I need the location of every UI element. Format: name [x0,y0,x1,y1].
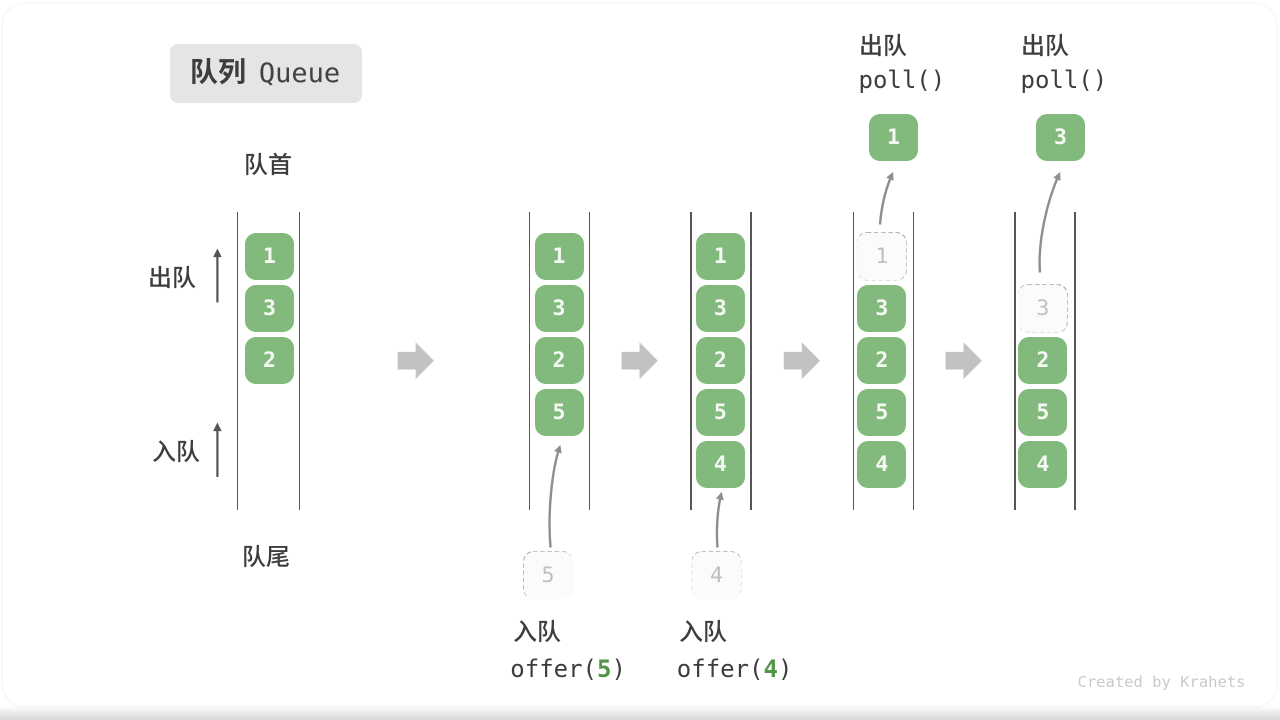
cell-value: 1 [263,243,276,269]
cell-value: 3 [552,295,566,321]
enqueue-arrow-col2 [548,444,562,548]
cell-value: 2 [263,347,276,373]
queue-cell: 2 [695,336,745,384]
step-arrow-icon [397,342,434,380]
step-arrow-icon [783,342,821,380]
rear-label [244,545,289,568]
queue-cell: 3 [245,284,294,332]
offer-suffix: ) [777,655,793,684]
cell-value: 4 [875,451,889,477]
queue-cell: 1 [245,232,294,280]
cell-value: 3 [713,295,727,321]
offer-suffix: ) [611,655,626,684]
queue-rail-right [750,212,752,510]
queue-cell: 2 [857,336,907,384]
queue-rail-left [528,212,531,510]
queue-rail-left [1014,212,1016,510]
cell-value: 2 [713,347,727,373]
dequeue-col5 [1022,34,1069,57]
cell-value: 5 [552,399,566,425]
cell-value: 5 [541,562,555,588]
enqueue-left [152,439,200,463]
offer-prefix: offer( [510,655,597,684]
enqueue-col3 [680,619,727,643]
queue-rail-left [852,212,855,510]
cell-value: 2 [552,347,566,373]
incoming-cell-5: 5 [523,551,573,599]
queue-cell: 1 [695,232,745,280]
cell-value: 4 [1036,451,1050,477]
cell-value: 5 [713,399,727,425]
queue-cell: 1 [534,232,584,280]
queue-cell: 4 [1018,440,1068,488]
offer-prefix: offer( [676,655,764,684]
title-badge: Queue [170,44,362,103]
offer-label-col3: offer(4) [677,657,793,681]
cell-value: 1 [552,243,566,269]
queue-cell: 3 [857,284,907,332]
cell-value: 3 [1054,124,1067,150]
queue-rail-left [236,212,239,510]
queue-cell: 2 [245,336,294,384]
cell-value: 5 [1036,399,1050,425]
title-en: Queue [258,57,341,89]
cell-value: 4 [713,451,727,477]
watermark: Created by Krahets [1077,672,1246,691]
cell-value: 3 [1036,295,1050,321]
queue-cell: 2 [534,336,584,384]
dequeue-arrow-col5 [1038,171,1061,273]
cell-value: 5 [875,399,889,425]
cell-value: 2 [875,347,889,373]
offer-label-col2: offer(5) [510,657,626,681]
cell-value: 1 [875,243,889,269]
cell-value: 1 [713,243,727,269]
popped-cell-1: 1 [869,113,918,161]
queue-cell: 5 [695,388,745,436]
step-arrow-icon [621,342,658,380]
bottom-shadow [0,706,1280,720]
cell-value: 4 [710,562,723,588]
enqueue-arrow-col3 [715,491,724,548]
poll-label-col5: poll() [1020,66,1108,95]
cell-value: 3 [263,295,276,321]
queue-cell: 5 [534,388,584,436]
queue-cell: 3 [695,284,745,332]
cell-value: 3 [875,295,889,321]
queue-cell-ghost: 1 [857,232,907,280]
queue-cell: 4 [695,440,745,488]
step-arrow-icon [945,342,982,380]
enqueue-col2 [513,619,561,643]
incoming-cell-4: 4 [692,551,741,599]
queue-rail-right [912,212,915,510]
offer-arg: 5 [597,655,612,684]
queue-cell: 2 [1018,336,1068,384]
queue-cell: 3 [534,284,584,332]
poll-label-col4: poll() [858,66,946,95]
queue-cell-ghost: 3 [1018,284,1068,332]
dequeue-col4 [860,34,907,57]
offer-arg: 4 [763,655,778,684]
cell-value: 2 [1036,347,1050,373]
queue-cell: 5 [1018,388,1068,436]
queue-rail-right [1074,212,1076,510]
front-label [246,152,291,176]
queue-rail-left [690,212,692,510]
queue-cell: 5 [857,388,907,436]
dequeue-arrow-col4 [878,171,894,225]
queue-rail-right [588,212,591,510]
dequeue-left [150,265,196,288]
queue-cell: 4 [857,440,907,488]
queue-rail-right [298,212,301,510]
cell-value: 1 [887,124,900,150]
popped-cell-3: 3 [1036,113,1085,161]
